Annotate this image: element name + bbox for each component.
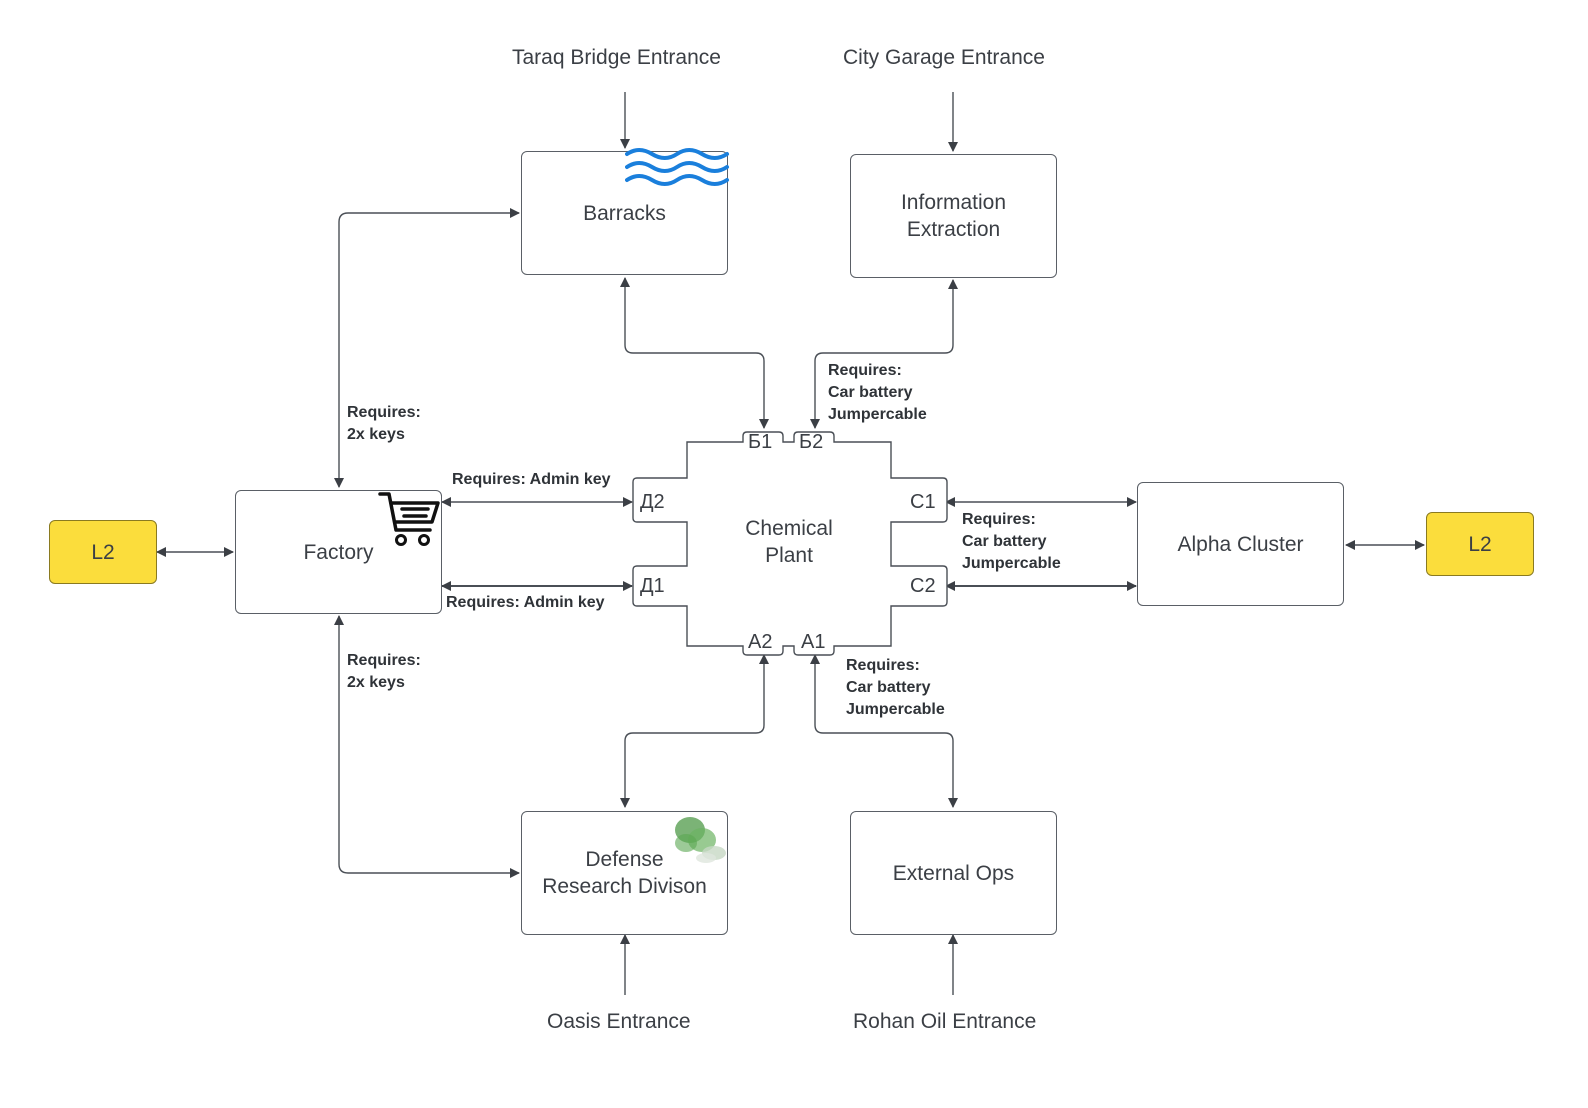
port-b1: Б1	[748, 431, 773, 453]
alpha-cluster-label: Alpha Cluster	[1177, 532, 1304, 556]
rohan-entrance-label: Rohan Oil Entrance	[853, 1010, 1037, 1033]
city-garage-entrance-label: City Garage Entrance	[843, 46, 1045, 69]
port-d2: Д2	[640, 491, 665, 513]
shopping-cart-icon	[378, 492, 440, 546]
req-a1-external: Requires: Car battery Jumpercable	[846, 657, 945, 718]
external-ops-label: External Ops	[892, 861, 1015, 885]
green-smoke-icon	[675, 817, 726, 863]
external-a1-link	[810, 654, 958, 808]
defense-research-label: Defense Research Divison	[542, 848, 707, 898]
factory-defense-link	[334, 615, 520, 878]
port-a1: А1	[801, 631, 826, 653]
req-c1-alpha: Requires: Car battery Jumpercable	[962, 511, 1061, 572]
chemical-plant-label: Chemical Plant	[745, 517, 833, 567]
barracks-b1-link	[620, 277, 769, 429]
info-b2-link	[810, 279, 958, 429]
l2-left-label: L2	[91, 540, 115, 564]
port-b2: Б2	[799, 431, 824, 453]
l2-right-node[interactable]: L2	[1426, 512, 1534, 576]
barracks-label: Barracks	[583, 201, 666, 225]
taraq-entrance-label: Taraq Bridge Entrance	[512, 46, 721, 69]
water-waves-icon	[625, 148, 729, 186]
oasis-entrance-label: Oasis Entrance	[547, 1010, 691, 1033]
barracks-node[interactable]: Barracks	[521, 151, 728, 275]
port-c1: С1	[910, 491, 936, 513]
factory-barracks-link	[334, 208, 520, 488]
chemical-plant-shape	[632, 431, 948, 656]
port-d1: Д1	[640, 575, 665, 597]
port-c2: С2	[910, 575, 936, 597]
external-ops-node[interactable]: External Ops	[850, 811, 1057, 935]
defense-a2-link	[620, 654, 769, 808]
chemical-plant-node[interactable]: Chemical Plant	[691, 482, 887, 602]
req-factory-defense: Requires: 2x keys	[347, 652, 421, 691]
information-extraction-node[interactable]: Information Extraction	[850, 154, 1057, 278]
req-factory-d2: Requires: Admin key	[452, 471, 611, 488]
alpha-cluster-node[interactable]: Alpha Cluster	[1137, 482, 1344, 606]
l2-left-node[interactable]: L2	[49, 520, 157, 584]
port-a2: А2	[748, 631, 773, 653]
req-factory-d1: Requires: Admin key	[446, 594, 605, 611]
l2-right-label: L2	[1468, 532, 1492, 556]
req-b2-info: Requires: Car battery Jumpercable	[828, 362, 927, 423]
information-extraction-label: Information Extraction	[900, 191, 1007, 241]
req-factory-barracks: Requires: 2x keys	[347, 404, 421, 443]
factory-label: Factory	[303, 540, 374, 564]
